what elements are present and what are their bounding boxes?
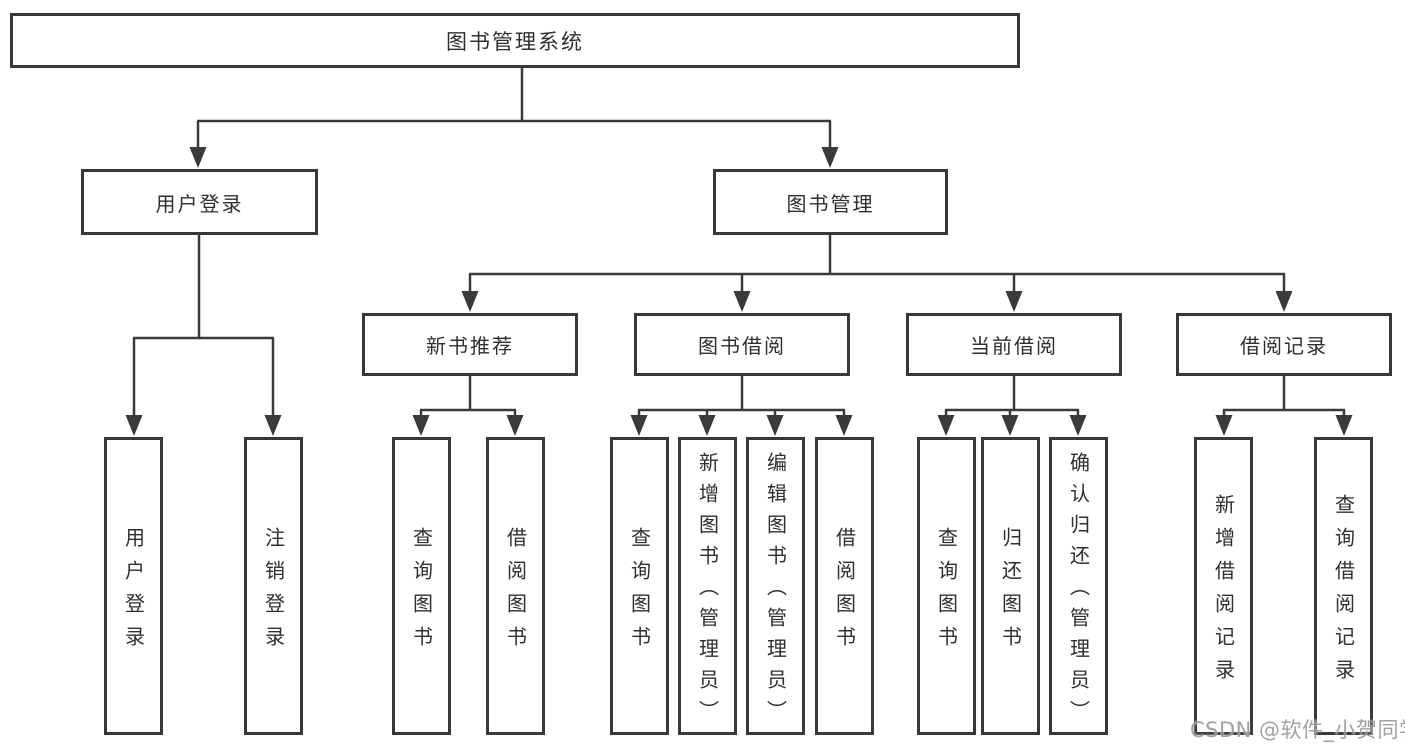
node-label: 用户登录	[155, 191, 244, 216]
leaf-bb-edit-books-admin: 编辑图书（管理员）	[746, 437, 805, 735]
node-label: 当前借阅	[970, 334, 1058, 358]
leaf-bb-borrow-books: 借阅图书	[815, 437, 874, 735]
leaf-label: 新增借阅记录	[1211, 493, 1236, 692]
leaf-label: 归还图书	[998, 526, 1023, 659]
node-library-management-system: 图书管理系统	[10, 13, 1020, 68]
leaf-label: 注销登录	[261, 526, 286, 659]
csdn-watermark: CSDN @软件_小贺同学	[1190, 718, 1405, 742]
leaf-br-add-record: 新增借阅记录	[1194, 437, 1253, 735]
leaf-label: 确认归还（管理员）	[1066, 452, 1091, 731]
leaf-label: 编辑图书（管理员）	[763, 452, 788, 731]
node-new-book-recommend: 新书推荐	[362, 313, 578, 376]
leaf-label: 查询借阅记录	[1331, 493, 1356, 692]
arrowheads	[125, 147, 1353, 436]
leaf-label: 查询图书	[409, 526, 434, 659]
leaf-nbr-query-books: 查询图书	[392, 437, 451, 735]
leaf-bb-query-books: 查询图书	[610, 437, 669, 735]
node-label: 图书管理系统	[446, 29, 584, 54]
leaf-cb-query-books: 查询图书	[917, 437, 976, 735]
node-book-borrowing: 图书借阅	[634, 313, 850, 376]
leaf-cb-confirm-return-admin: 确认归还（管理员）	[1049, 437, 1108, 735]
leaf-logout: 注销登录	[244, 437, 303, 735]
leaf-label: 查询图书	[934, 526, 959, 659]
leaf-user-login: 用户登录	[104, 437, 163, 735]
leaf-label: 新增图书（管理员）	[695, 452, 720, 731]
node-user-login: 用户登录	[81, 169, 318, 235]
node-label: 新书推荐	[426, 334, 514, 358]
leaf-label: 用户登录	[121, 526, 146, 659]
node-borrowing-records: 借阅记录	[1176, 313, 1392, 376]
leaf-label: 查询图书	[627, 526, 652, 659]
leaf-br-query-record: 查询借阅记录	[1314, 437, 1373, 735]
node-book-management: 图书管理	[713, 169, 948, 235]
node-label: 借阅记录	[1240, 334, 1328, 358]
node-label: 图书管理	[786, 191, 875, 216]
node-current-borrowing: 当前借阅	[906, 313, 1122, 376]
leaf-bb-add-books-admin: 新增图书（管理员）	[678, 437, 737, 735]
leaf-cb-return-books: 归还图书	[981, 437, 1040, 735]
leaf-nbr-borrow-books: 借阅图书	[486, 437, 545, 735]
leaf-label: 借阅图书	[503, 526, 528, 659]
node-label: 图书借阅	[698, 334, 786, 358]
leaf-label: 借阅图书	[832, 526, 857, 659]
